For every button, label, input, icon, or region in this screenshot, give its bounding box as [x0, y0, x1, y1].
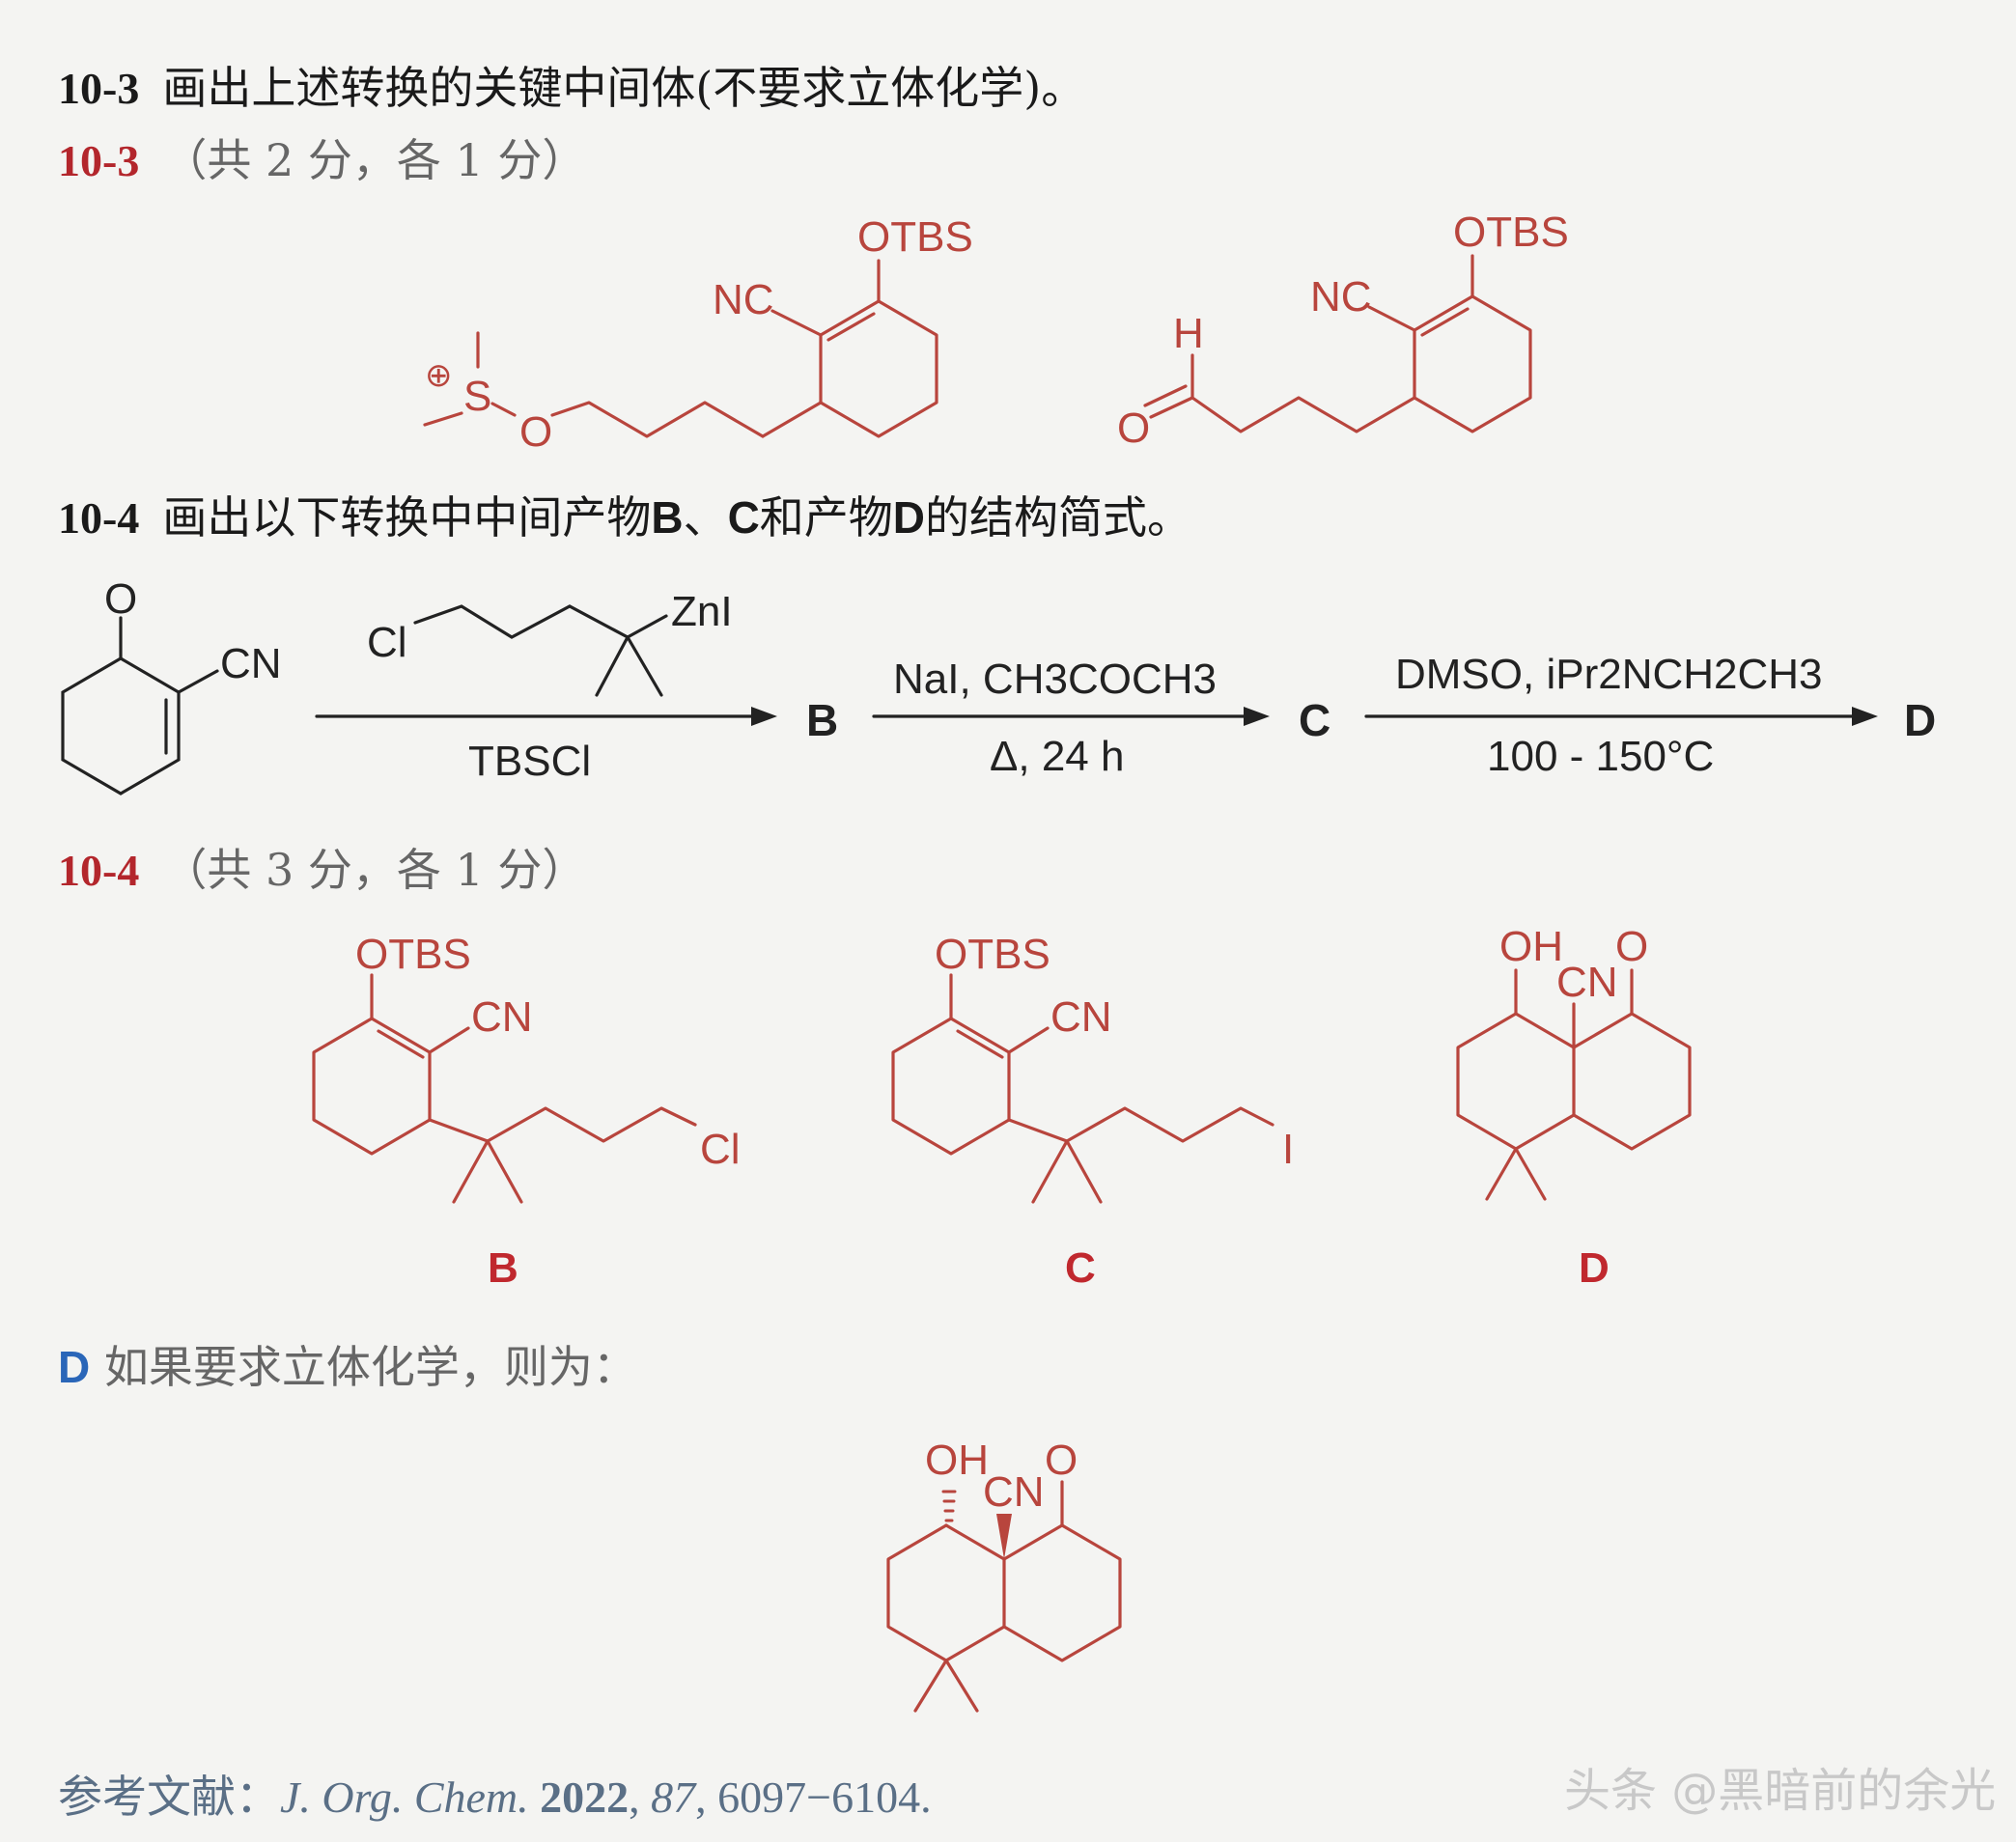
- label-cl: Cl: [700, 1126, 741, 1173]
- caption-c: C: [1065, 1244, 1096, 1292]
- scheme-label-b: B: [806, 695, 838, 745]
- label-nc: NC: [1310, 273, 1372, 321]
- label-oh: OH: [925, 1437, 989, 1484]
- label-cn: CN: [471, 993, 533, 1041]
- label-otbs: OTBS: [935, 931, 1050, 978]
- label-s: S: [463, 373, 491, 420]
- label-i: I: [1282, 1126, 1294, 1173]
- intermediate-aldehyde: [1143, 254, 1532, 433]
- label-otbs: OTBS: [355, 931, 471, 978]
- answer-10-3: 10-3（共 2 分，各 1 分）: [58, 134, 587, 186]
- label-cn: CN: [1556, 959, 1618, 1006]
- wedge-bond-icon: [996, 1514, 1012, 1559]
- label-oh: OH: [1499, 923, 1563, 970]
- label-otbs: OTBS: [1453, 209, 1569, 256]
- label-o: O: [1615, 923, 1648, 970]
- label-cn: CN: [983, 1468, 1045, 1516]
- label-znl: ZnI: [671, 588, 733, 635]
- organozinc-reagent: [413, 604, 668, 697]
- label-o: O: [519, 408, 552, 456]
- reference: 参考文献：J. Org. Chem. 2022, 87, 6097−6104.: [58, 1771, 932, 1823]
- reagent-tbscl: TBSCl: [468, 738, 591, 785]
- scheme-label-d: D: [1904, 695, 1936, 745]
- scheme-label-c: C: [1299, 695, 1330, 745]
- starting-material-enone: [61, 616, 219, 795]
- intermediate-sulfonium: [423, 259, 938, 438]
- label-otbs: OTBS: [857, 213, 973, 261]
- label-cn: CN: [220, 640, 282, 687]
- stereo-note: D 如果要求立体化学，则为：: [58, 1341, 637, 1393]
- structure-c: [891, 973, 1274, 1204]
- condition-delta: Δ, 24 h: [990, 733, 1124, 780]
- answer-10-4: 10-4（共 3 分，各 1 分）: [58, 844, 587, 896]
- condition-temperature: 100 - 150°C: [1487, 733, 1714, 780]
- caption-d: D: [1579, 1244, 1610, 1292]
- label-nc: NC: [713, 276, 774, 323]
- arrow-head-icon: [1244, 707, 1270, 726]
- label-o: O: [104, 575, 137, 623]
- structure-d: [1456, 968, 1692, 1201]
- plus-charge-icon: ⊕: [425, 357, 453, 394]
- label-o: O: [1045, 1437, 1078, 1484]
- arrow-head-icon: [1852, 707, 1878, 726]
- structure-b: [312, 973, 697, 1204]
- watermark: 头条 @黑暗前的余光: [1564, 1764, 1997, 1818]
- label-h: H: [1173, 310, 1204, 357]
- label-cn: CN: [1050, 993, 1112, 1041]
- label-cl: Cl: [367, 619, 407, 666]
- label-o: O: [1117, 405, 1150, 452]
- reagent-nai: NaI, CH3COCH3: [893, 656, 1217, 703]
- reagent-dmso: DMSO, iPr2NCH2CH3: [1395, 651, 1823, 698]
- caption-b: B: [488, 1244, 518, 1292]
- arrow-head-icon: [751, 707, 777, 726]
